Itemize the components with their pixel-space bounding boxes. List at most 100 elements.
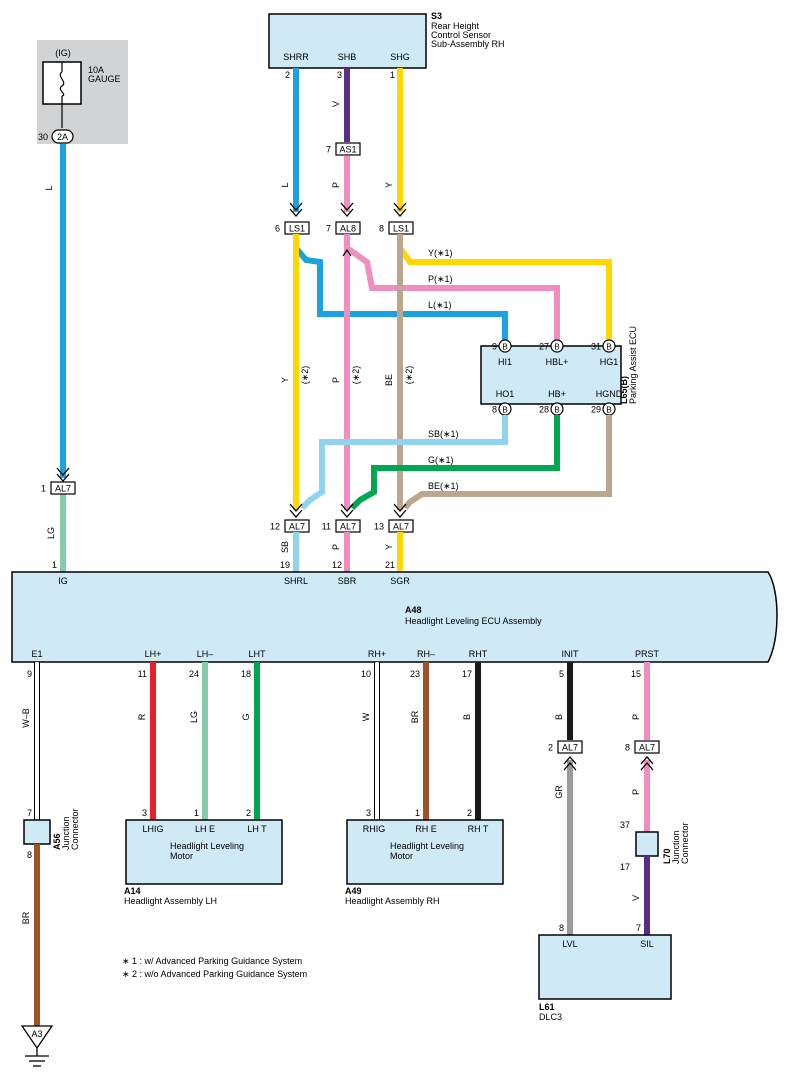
svg-text:29: 29 bbox=[591, 405, 601, 415]
fuse-name: GAUGE bbox=[88, 74, 121, 84]
junction-al7-sb: AL7 12 bbox=[270, 519, 310, 533]
wire-label-s3-shb-p: P bbox=[331, 182, 341, 188]
a48-pin-sbr: SBR bbox=[338, 576, 357, 586]
parking-pin-label-hi1: HI1 bbox=[498, 357, 512, 367]
svg-text:9: 9 bbox=[27, 669, 32, 679]
svg-text:Junction: Junction bbox=[671, 830, 681, 864]
parking-pin-label-ho1: HO1 bbox=[496, 389, 515, 399]
wire-label-lht: G bbox=[241, 713, 251, 720]
l61-dlc3: 8 7 LVL SIL L61 DLC3 bbox=[538, 923, 672, 1022]
wire-label-y-bottom: Y bbox=[384, 544, 394, 550]
svg-text:1: 1 bbox=[41, 484, 46, 494]
wire-label-rht: B bbox=[462, 714, 472, 720]
svg-text:12: 12 bbox=[270, 522, 280, 532]
svg-text:9: 9 bbox=[492, 342, 497, 352]
wire-label-ig-bottom: LG bbox=[46, 527, 56, 539]
svg-text:21: 21 bbox=[385, 560, 395, 570]
a14-motor-2: Motor bbox=[170, 851, 193, 861]
svg-text:AL7: AL7 bbox=[289, 522, 305, 532]
a48-pin-rh-minus: RH– bbox=[417, 649, 435, 659]
l61-pin-sil: SIL bbox=[640, 939, 654, 949]
junction-al7-init: AL7 2 bbox=[548, 740, 583, 754]
svg-text:31: 31 bbox=[591, 342, 601, 352]
a14-pin-lhig: LHIG bbox=[142, 824, 163, 834]
wire-label-p-note1: P(∗1) bbox=[428, 274, 453, 284]
s3-pin-label-shg: SHG bbox=[390, 52, 410, 62]
wire-label-init: B bbox=[554, 714, 564, 720]
wire-label-s3-shg: Y bbox=[384, 182, 394, 188]
fuse-icon bbox=[59, 71, 65, 97]
a48-pin-lh-plus: LH+ bbox=[145, 649, 162, 659]
a48-pin-sgr: SGR bbox=[390, 576, 410, 586]
a48-pin-lh-minus: LH– bbox=[197, 649, 214, 659]
wire-label-note2-c: (∗2) bbox=[404, 366, 414, 385]
a49-headlight-rh: 3 1 2 RHIG RH E RH T Headlight Leveling … bbox=[345, 808, 504, 906]
l70-ref: L70 bbox=[662, 848, 672, 864]
svg-text:8: 8 bbox=[625, 743, 630, 753]
wire-label-sb-note1: SB(∗1) bbox=[428, 429, 459, 439]
junction-as1: AS1 7 bbox=[326, 142, 361, 156]
fuse-pin: 30 bbox=[38, 132, 48, 142]
wire-label-l70-low: V bbox=[631, 895, 641, 901]
a49-name: Headlight Assembly RH bbox=[345, 896, 440, 906]
a49-pin-rhig: RHIG bbox=[363, 824, 386, 834]
wire-label-s3-shb: V bbox=[331, 101, 341, 107]
wire-label-prst-low: P bbox=[631, 789, 641, 795]
wire-label-p-bottom: P bbox=[331, 544, 341, 550]
junction-al7-y: AL7 13 bbox=[374, 519, 414, 533]
svg-text:18: 18 bbox=[241, 669, 251, 679]
a48-name: Headlight Leveling ECU Assembly bbox=[405, 616, 542, 626]
svg-text:27: 27 bbox=[539, 342, 549, 352]
svg-text:AL7: AL7 bbox=[340, 522, 356, 532]
wire-label-be-note1: BE(∗1) bbox=[428, 481, 459, 491]
wire-label-g-note1: G(∗1) bbox=[428, 455, 454, 465]
a48-pin-shrl: SHRL bbox=[284, 576, 308, 586]
wire-label-rh-minus: BR bbox=[410, 710, 420, 723]
junction-al8: AL8 7 bbox=[326, 221, 361, 235]
svg-text:7: 7 bbox=[27, 808, 32, 818]
s3-sensor: S3 Rear Height Control Sensor Sub-Assemb… bbox=[268, 11, 505, 80]
svg-text:AL7: AL7 bbox=[55, 484, 71, 494]
svg-text:B: B bbox=[502, 406, 507, 415]
l61-ref: L61 bbox=[539, 1002, 555, 1012]
wire-label-rh-plus: W bbox=[361, 712, 371, 721]
svg-text:23: 23 bbox=[410, 669, 420, 679]
a48-pin-ig: IG bbox=[58, 576, 68, 586]
s3-name-2: Control Sensor bbox=[431, 30, 491, 40]
wire-label-y-note2: Y bbox=[280, 377, 290, 383]
junction-ls1-b: LS1 8 bbox=[379, 221, 414, 235]
wire-label-p-note2: P bbox=[331, 377, 341, 383]
svg-text:B: B bbox=[502, 343, 507, 352]
wire-label-y-note1: Y(∗1) bbox=[428, 248, 453, 258]
svg-text:1: 1 bbox=[52, 560, 57, 570]
svg-text:5: 5 bbox=[559, 669, 564, 679]
fuse-supply: (IG) bbox=[55, 48, 71, 58]
fuse-connector: 2A bbox=[57, 132, 68, 142]
a48-pin-prst: PRST bbox=[635, 649, 660, 659]
l61-name: DLC3 bbox=[539, 1012, 562, 1022]
svg-text:AS1: AS1 bbox=[339, 145, 356, 155]
svg-text:8: 8 bbox=[559, 923, 564, 933]
s3-ref: S3 bbox=[431, 11, 442, 21]
svg-text:1: 1 bbox=[194, 808, 199, 818]
svg-text:LS1: LS1 bbox=[289, 224, 305, 234]
a14-name: Headlight Assembly LH bbox=[124, 896, 217, 906]
s3-pin-num-shb: 3 bbox=[337, 70, 342, 80]
a49-motor-1: Headlight Leveling bbox=[390, 841, 464, 851]
junction-al7-p: AL7 11 bbox=[322, 519, 361, 533]
wire-label-init-low: GR bbox=[554, 785, 564, 799]
svg-text:6: 6 bbox=[275, 224, 280, 234]
svg-text:LS1: LS1 bbox=[393, 224, 409, 234]
svg-text:10: 10 bbox=[361, 669, 371, 679]
svg-text:7: 7 bbox=[326, 145, 331, 155]
svg-text:AL7: AL7 bbox=[393, 522, 409, 532]
svg-text:12: 12 bbox=[332, 560, 342, 570]
s3-pin-num-shg: 1 bbox=[390, 70, 395, 80]
l70-junction-connector: 37 17 L70 Junction Connector bbox=[620, 820, 690, 872]
svg-text:3: 3 bbox=[142, 808, 147, 818]
a48-pin-lht: LHT bbox=[248, 649, 266, 659]
wire-label-be-note2: BE bbox=[384, 374, 394, 386]
junction-al7-ig: AL7 1 bbox=[41, 481, 76, 495]
junction-al7-prst: AL7 8 bbox=[625, 740, 660, 754]
